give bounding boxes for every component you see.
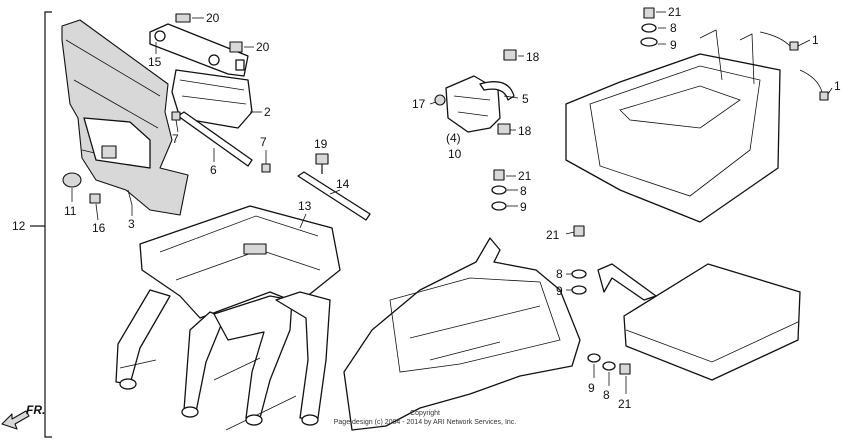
part-screw-20	[175, 13, 243, 53]
callout-5: 5	[522, 92, 529, 106]
assembly-bracket-12	[30, 11, 52, 438]
callout-15: 15	[148, 55, 162, 69]
callout-18-a: 18	[526, 50, 540, 64]
callout-16: 16	[92, 221, 106, 235]
leader-lines	[71, 11, 833, 394]
callout-21-b: 21	[518, 169, 532, 183]
callout-8-d: 8	[603, 388, 610, 402]
front-direction-arrow: FR.	[1, 403, 45, 430]
part-trunk-lower	[343, 237, 581, 431]
callout-1-b: 1	[834, 79, 841, 93]
callout-11: 11	[64, 204, 77, 218]
part-bracket-15	[149, 23, 249, 77]
callout-20-a: 20	[206, 11, 220, 25]
callout-12: 12	[12, 219, 26, 233]
part-frame-13	[115, 205, 341, 431]
hardware-stack-bottom	[587, 353, 631, 375]
callout-13: 13	[298, 199, 312, 213]
hardware-stack-top	[640, 7, 658, 47]
callout-14: 14	[336, 177, 350, 191]
part-rod-14	[297, 171, 371, 221]
callout-21-d: 21	[618, 397, 632, 411]
callout-19: 19	[314, 137, 328, 151]
callout-4: (4)	[446, 131, 461, 145]
callout-17: 17	[412, 97, 426, 111]
copyright-line-2: Page design (c) 2004 - 2014 by ARI Netwo…	[334, 419, 517, 426]
hardware-stack-mid	[491, 169, 507, 211]
part-bracket-lower	[597, 263, 657, 301]
callout-20-b: 20	[256, 40, 270, 54]
callout-labels: 20 20 15 2 7 7 6 11 16 3 12 19 14 13 18 …	[12, 5, 841, 411]
callout-2: 2	[264, 105, 271, 119]
part-socket-18	[497, 49, 517, 135]
callout-8-b: 8	[520, 184, 527, 198]
copyright-notice: Copyright Page design (c) 2004 - 2014 by…	[334, 410, 517, 426]
part-nut-16	[89, 193, 101, 204]
callout-21-c: 21	[546, 228, 560, 242]
callout-1-a: 1	[812, 33, 819, 47]
front-direction-label: FR.	[26, 403, 45, 417]
hardware-stack-right	[571, 225, 587, 295]
part-hose-5	[479, 81, 515, 101]
callout-7-b: 7	[260, 135, 267, 149]
part-side-cover-3	[61, 19, 189, 216]
part-bulb-17	[434, 94, 446, 106]
callout-21-a: 21	[668, 5, 682, 19]
part-seat-pad	[623, 263, 801, 381]
callout-7-a: 7	[172, 132, 179, 146]
callout-9-a: 9	[670, 38, 677, 52]
callout-9-d: 9	[588, 381, 595, 395]
callout-9-b: 9	[520, 200, 527, 214]
part-grommet-11	[62, 172, 82, 188]
part-strip-6	[177, 111, 253, 167]
copyright-line-1: Copyright	[410, 410, 440, 417]
callout-3: 3	[128, 217, 135, 231]
part-trunk-upper	[565, 29, 781, 223]
callout-10: 10	[448, 147, 462, 161]
part-lens-2	[171, 69, 253, 129]
callout-18-b: 18	[518, 124, 532, 138]
callout-8-a: 8	[670, 21, 677, 35]
callout-6: 6	[210, 163, 217, 177]
part-bolt-19	[315, 153, 329, 174]
callout-9-c: 9	[556, 284, 563, 298]
callout-8-c: 8	[556, 267, 563, 281]
